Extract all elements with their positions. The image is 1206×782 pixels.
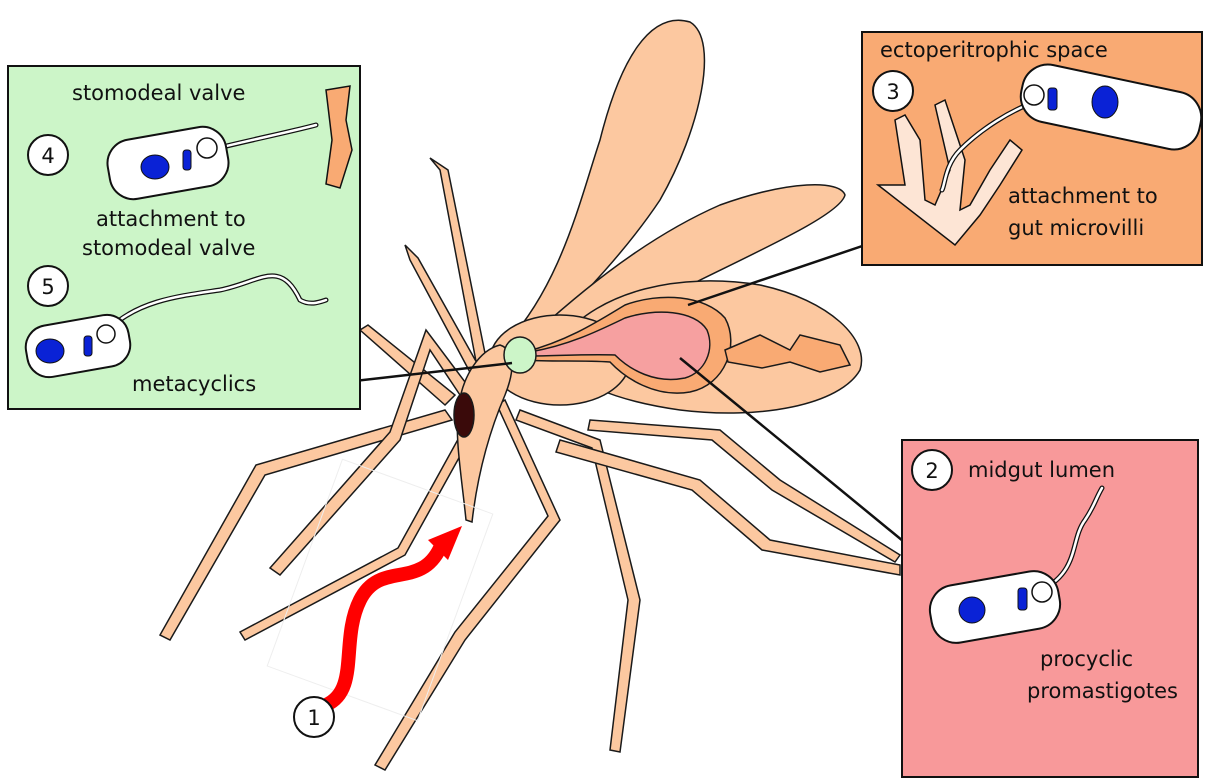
- panel-midgut-lumen: 2 midgut lumen procyclic promastigotes: [902, 440, 1198, 777]
- step-1-number: 1: [307, 706, 320, 730]
- panel-3-caption-line1: attachment to: [1008, 184, 1158, 208]
- panel-2-caption-line2: promastigotes: [1027, 679, 1178, 703]
- step-1-marker: 1: [294, 697, 334, 737]
- panel-ectoperitrophic-space: ectoperitrophic space 3 attachment to gu…: [862, 32, 1206, 265]
- sandfly-eye: [454, 393, 474, 437]
- panel-4-caption-line2: stomodeal valve: [82, 236, 255, 260]
- panel-2-caption-line1: procyclic: [1040, 647, 1133, 671]
- step-5-number: 5: [41, 275, 54, 299]
- blood-meal-arrow: [267, 459, 493, 720]
- panel-4-caption-line1: attachment to: [96, 207, 246, 231]
- step-3-number: 3: [886, 80, 899, 104]
- panel-5-caption: metacyclics: [132, 372, 256, 396]
- crop-green: [504, 337, 536, 373]
- panel-3-caption-line2: gut microvilli: [1008, 216, 1144, 240]
- panel-3-title: ectoperitrophic space: [880, 38, 1108, 62]
- step-2-number: 2: [925, 459, 938, 483]
- step-4-number: 4: [41, 144, 54, 168]
- panel-stomodeal-valve: stomodeal valve 4 attachment to stomodea…: [8, 66, 360, 409]
- panel-4-title: stomodeal valve: [72, 81, 245, 105]
- panel-2-title: midgut lumen: [968, 458, 1115, 482]
